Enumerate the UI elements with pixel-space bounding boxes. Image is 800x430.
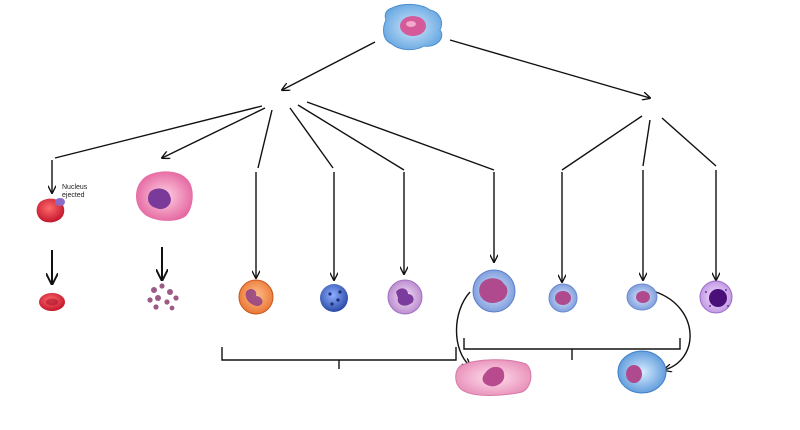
fan-line-plasma [661,117,717,167]
macrophage [455,359,532,396]
nucleus-label-line2: ejected [62,192,85,199]
stem-cell [383,3,443,51]
fan-line-neut [297,104,405,171]
arrow-monocyte-to-macrophage [455,291,471,366]
basophil [320,284,348,312]
arrow-lymphocyte-to-activated [655,291,691,370]
agranulocyte-bracket [463,338,681,350]
eosinophil [238,279,274,315]
neutrophil [387,279,423,315]
fan-line-eos [257,109,273,169]
erythroblast [36,198,65,223]
fan-line-mega [162,107,266,158]
fan-line-baso [289,107,334,169]
fan-line-rbc [54,105,263,159]
fan-line-lymph1 [561,115,643,171]
fan-line-mono [306,101,495,171]
megakaryocyte [136,171,193,221]
monocyte [472,269,516,313]
fan-line-lymph2 [642,119,651,167]
plasma-cell [699,280,733,314]
platelets [147,283,179,311]
connector-lines [52,39,717,370]
arrow-stem-to-myeloid [282,41,376,90]
activated-lymphocyte [617,350,667,394]
red-blood-cell [39,293,65,311]
arrow-stem-to-lymphoid [449,39,650,98]
granulocyte-bracket [221,347,457,361]
nucleus-label-line1: Nucleus [62,184,88,191]
lymphocyte-1 [548,283,578,313]
ejected-nucleus [55,198,65,206]
lymphocyte-2 [626,283,658,311]
